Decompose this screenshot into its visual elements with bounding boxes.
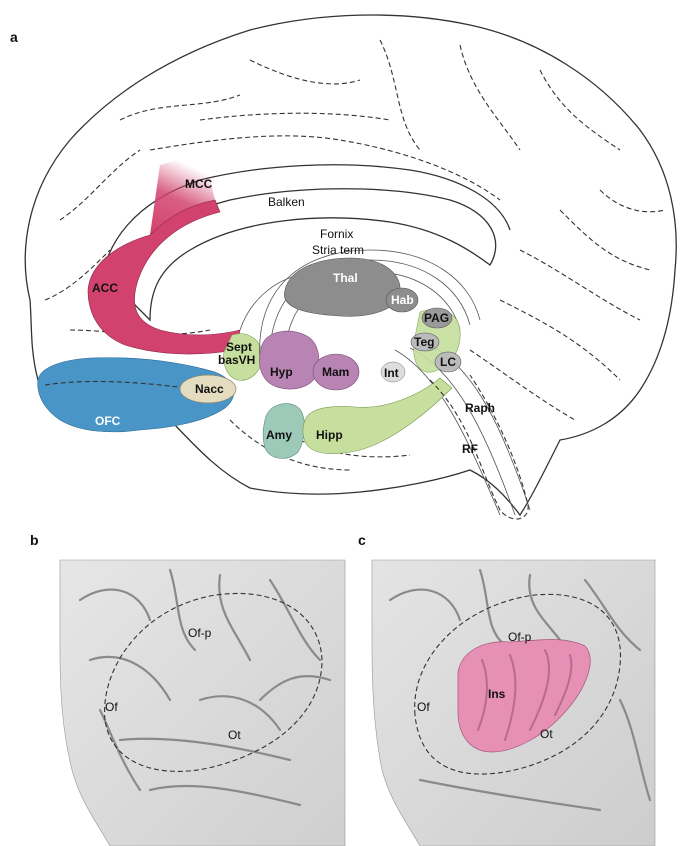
label-fornix: Fornix: [320, 227, 353, 241]
label-b-ot: Ot: [228, 728, 241, 742]
label-teg: Teg: [414, 335, 434, 349]
mcc-region: [150, 159, 215, 235]
label-basvh: basVH: [218, 353, 255, 367]
int-region: [380, 361, 406, 383]
insula-gyri: [477, 649, 573, 741]
hab-region: [385, 287, 419, 313]
panel-c-letter: c: [358, 532, 366, 548]
panel-c: c Ins Of-p Of Ot: [358, 532, 656, 846]
label-pag: PAG: [424, 311, 449, 325]
panel-a-letter: a: [10, 29, 18, 45]
label-stria: Stria term: [312, 243, 364, 257]
hyp-region: [259, 330, 320, 390]
reticular-formation: [429, 374, 529, 520]
acc-region: [87, 199, 241, 355]
sept-region: [223, 333, 263, 381]
region-outline-b: [104, 592, 323, 772]
nacc-region: [179, 374, 237, 404]
label-mcc: MCC: [185, 177, 213, 191]
panel-a: a MCC ACC: [10, 14, 677, 520]
lc-region: [434, 351, 462, 373]
label-nacc: Nacc: [195, 382, 224, 396]
amy-region: [262, 403, 305, 459]
label-hipp: Hipp: [316, 428, 343, 442]
gyri-b: [78, 568, 332, 807]
cingulate-outline: [99, 164, 511, 301]
label-thal: Thal: [333, 271, 358, 285]
label-amy: Amy: [266, 428, 292, 442]
region-outline-c: [414, 593, 622, 775]
label-int: Int: [384, 366, 399, 380]
mam-region: [312, 353, 360, 391]
label-raph: Raph: [465, 401, 495, 415]
label-ofc: OFC: [95, 414, 121, 428]
cortex-b: [59, 559, 346, 846]
label-c-ot: Ot: [540, 727, 553, 741]
label-hab: Hab: [391, 293, 414, 307]
hipp-region: [302, 377, 453, 454]
label-c-ins: Ins: [488, 687, 506, 701]
label-lc: LC: [440, 355, 456, 369]
label-mam: Mam: [322, 365, 349, 379]
panel-b-letter: b: [30, 532, 39, 548]
corpus-callosum: [129, 188, 497, 322]
label-balken: Balken: [268, 195, 305, 209]
label-c-of: Of: [417, 700, 430, 714]
teg-region: [410, 332, 440, 352]
label-hyp: Hyp: [270, 365, 293, 379]
label-sept: Sept: [226, 340, 252, 354]
gyri-c: [388, 568, 652, 812]
label-rf: RF: [462, 442, 478, 456]
panel-b: b Of-p Of Ot: [30, 532, 346, 846]
label-b-ofp: Of-p: [188, 626, 212, 640]
label-acc: ACC: [92, 281, 118, 295]
label-b-of: Of: [105, 700, 118, 714]
label-c-ofp: Of-p: [508, 630, 532, 644]
ofc-region: [37, 357, 234, 433]
insula-region: [457, 639, 591, 753]
pag-region: [421, 307, 453, 329]
